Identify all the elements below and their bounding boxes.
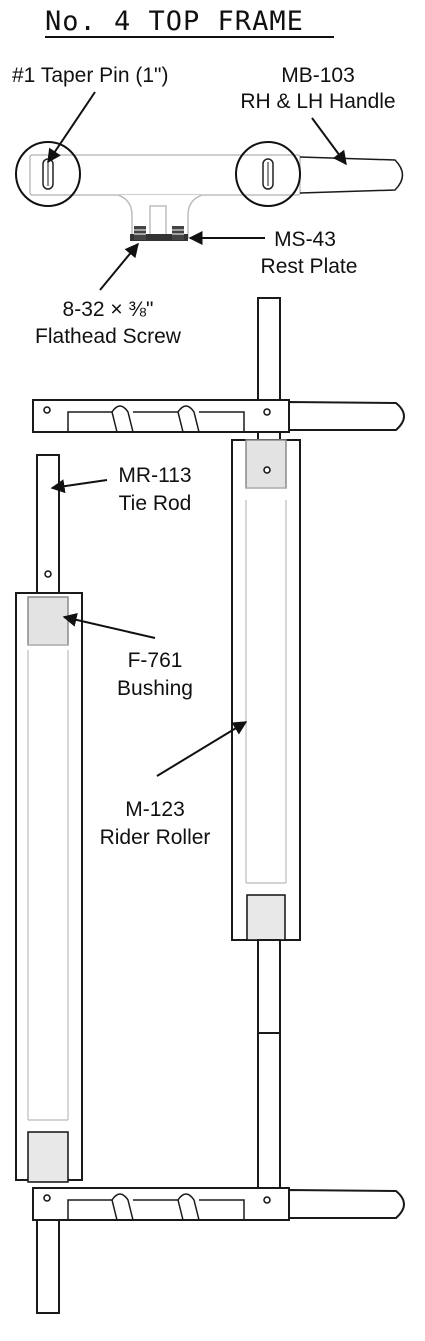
rest-plate [130,234,188,241]
flathead-screw-right [172,226,184,240]
left-tie-rod-lower [36,1219,60,1314]
left-bushing-bottom [27,1131,69,1183]
bushing-leader [62,613,156,639]
frame-bar [29,154,301,196]
right-tie-rod-upper [257,297,281,401]
rest-plate-slot [149,205,167,239]
right-tie-rod-mid [257,431,281,441]
left-bushing-top [27,596,69,646]
taper-pin-label: #1 Taper Pin (1") [12,64,169,87]
lower-frame-handle [288,1188,405,1219]
right-bushing-top [245,439,287,489]
right-tie-rod-bottom [257,1032,281,1189]
diagram-title: No. 4 TOP FRAME [45,6,304,37]
handle-leader [311,117,347,166]
right-tie-rod-lower [257,939,281,1034]
screw-part-label: 8-32 × ⅜" [63,298,154,321]
upper-frame-handle [288,400,405,431]
lower-frame-cutouts [67,1193,245,1221]
left-rider-roller [15,592,83,1181]
roller-part-label: M-123 [125,798,185,821]
lower-frame-pin-right [263,1196,271,1204]
taper-pin-leader [47,91,96,164]
lower-frame-body [32,1187,290,1221]
taper-pin-detail-circle-right [235,141,301,207]
tie-rod-desc-label: Tie Rod [119,492,192,515]
tie-rod-part-label: MR-113 [118,464,191,487]
screw-leader [99,242,139,291]
taper-pin-right [262,158,274,190]
upper-frame-pin-right [263,408,271,416]
right-roller-assembly [231,297,301,1189]
handle-desc-label: RH & LH Handle [240,90,395,113]
tie-rod-leader [50,479,108,494]
rest-plate-part-label: MS-43 [274,228,336,251]
lower-frame-pin-left [43,1194,51,1202]
upper-frame-cutouts [67,405,245,433]
top-view-assembly [15,141,404,241]
rest-plate-desc-label: Rest Plate [261,255,358,278]
upper-frame-body [32,399,290,433]
taper-pin-left [42,158,54,190]
bushing-desc-label: Bushing [117,677,193,700]
taper-pin-detail-circle-left [15,141,81,207]
flathead-screw-left [134,226,146,240]
upper-frame-bar [32,399,405,433]
upper-frame-pin-left [43,406,51,414]
left-roller-assembly [15,454,83,1314]
bushing-part-label: F-761 [128,649,183,672]
handle-part-label: MB-103 [281,64,355,87]
right-rod-hole-2 [263,466,271,474]
right-rider-roller [231,439,301,941]
right-bushing-bottom [246,894,286,941]
roller-desc-label: Rider Roller [100,826,211,849]
screw-desc-label: Flathead Screw [35,325,182,348]
left-rod-hole [44,570,52,578]
handle-top-view [299,156,404,194]
roller-leader [156,721,248,777]
lower-frame-bar [32,1187,405,1221]
